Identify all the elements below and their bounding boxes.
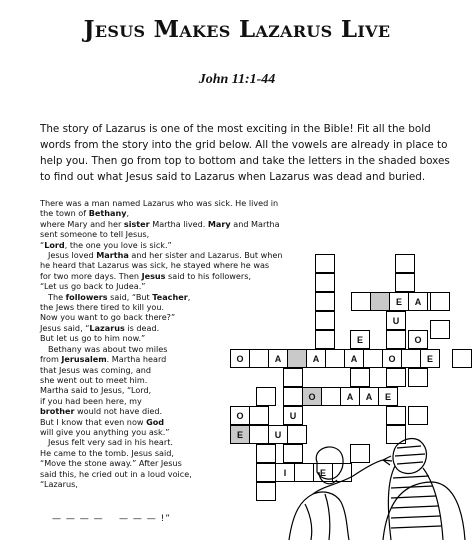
grid-cell[interactable]: A (268, 349, 288, 368)
story-line: But let us go to him now.” (40, 333, 146, 344)
grid-cell[interactable]: A (340, 387, 360, 406)
grid-cell[interactable] (315, 330, 335, 349)
story-line: that Jesus was coming, and (40, 364, 152, 375)
grid-cell[interactable] (350, 368, 370, 387)
grid-cell[interactable] (408, 368, 428, 387)
grid-cell[interactable] (256, 482, 276, 501)
grid-cell[interactable]: U (283, 406, 303, 425)
grid-cell[interactable]: A (306, 349, 326, 368)
story-line: brother would not have died. (40, 406, 163, 417)
story-line: Jesus said, “Lazarus is dead. (40, 322, 160, 333)
grid-cell[interactable] (452, 349, 472, 368)
grid-cell[interactable] (315, 254, 335, 273)
story-line: The followers said, “But Teacher, (48, 291, 191, 302)
grid-cell[interactable] (315, 273, 335, 292)
story-line: Now you want to go back there?” (40, 312, 176, 323)
grid-cell[interactable]: O (382, 349, 402, 368)
story-line: said this, he cried out in a loud voice, (40, 468, 192, 479)
story-line: will give you anything you ask.” (40, 426, 170, 437)
grid-cell[interactable]: E (230, 425, 250, 444)
answer-blanks: — — — — — — — !” (52, 514, 171, 524)
grid-cell[interactable] (325, 349, 345, 368)
grid-cell[interactable]: O (302, 387, 322, 406)
story-line: if you had been here, my (40, 395, 142, 406)
story-line: But I know that even now God (40, 416, 165, 427)
grid-cell[interactable] (321, 387, 341, 406)
story-line: the Jews there tired to kill you. (40, 302, 165, 313)
grid-cell[interactable] (395, 273, 415, 292)
grid-cell[interactable]: E (420, 349, 440, 368)
page-title: Jesus Makes Lazarus Live (83, 16, 391, 43)
grid-cell[interactable] (287, 425, 307, 444)
grid-cell[interactable]: U (386, 311, 406, 330)
story-line: He came to the tomb. Jesus said, (40, 447, 174, 458)
grid-cell[interactable]: E (389, 292, 409, 311)
grid-cell[interactable]: A (344, 349, 364, 368)
grid-cell[interactable] (287, 349, 307, 368)
grid-cell[interactable] (249, 406, 269, 425)
story-line: Martha said to Jesus, “Lord, (40, 385, 152, 396)
grid-cell[interactable]: E (378, 387, 398, 406)
grid-cell[interactable]: O (230, 406, 250, 425)
grid-cell[interactable] (351, 292, 371, 311)
scripture-reference: John 11:1-44 (198, 72, 276, 87)
grid-cell[interactable] (386, 406, 406, 425)
story-line: Jesus loved Martha and her sister and La… (48, 250, 283, 261)
grid-cell[interactable] (386, 425, 406, 444)
grid-cell[interactable] (283, 387, 303, 406)
grid-cell[interactable] (315, 292, 335, 311)
grid-cell[interactable] (249, 425, 269, 444)
grid-cell[interactable] (249, 349, 269, 368)
grid-cell[interactable] (430, 292, 450, 311)
grid-cell[interactable] (386, 330, 406, 349)
story-line: where Mary and her sister Martha lived. … (40, 218, 280, 240)
grid-cell[interactable] (256, 387, 276, 406)
grid-cell[interactable] (256, 463, 276, 482)
grid-cell[interactable] (283, 444, 303, 463)
story-line: he heard that Lazarus was sick, he staye… (40, 260, 270, 271)
story-line: “Let us go back to Judea.” (40, 281, 146, 292)
grid-cell[interactable] (370, 292, 390, 311)
grid-cell[interactable]: E (350, 330, 370, 349)
story-line: for two more days. Then Jesus said to hi… (40, 270, 252, 281)
grid-cell[interactable]: O (408, 330, 428, 349)
grid-cell[interactable] (386, 368, 406, 387)
grid-cell[interactable]: A (359, 387, 379, 406)
story-line: “Lazarus, (40, 478, 78, 489)
story-line: “Lord, the one you love is sick.” (40, 239, 172, 250)
grid-cell[interactable] (430, 320, 450, 339)
story-line: There was a man named Lazarus who was si… (40, 198, 279, 219)
grid-cell[interactable] (283, 368, 303, 387)
grid-cell[interactable] (363, 349, 383, 368)
grid-cell[interactable] (315, 311, 335, 330)
grid-cell[interactable] (350, 444, 370, 463)
story-line: she went out to meet him. (40, 374, 148, 385)
instructions: The story of Lazarus is one of the most … (40, 123, 450, 183)
grid-cell[interactable]: O (230, 349, 250, 368)
story-line: “Move the stone away.” After Jesus (40, 458, 182, 469)
grid-cell[interactable]: A (408, 292, 428, 311)
jesus-raising-lazarus-illustration (288, 437, 466, 541)
grid-cell[interactable] (401, 349, 421, 368)
grid-cell[interactable] (395, 254, 415, 273)
story-line: Bethany was about two miles (48, 343, 168, 354)
story-line: Jesus felt very sad in his heart. (48, 437, 173, 448)
grid-cell[interactable] (408, 406, 428, 425)
grid-cell[interactable] (256, 444, 276, 463)
story-text: There was a man named Lazarus who was si… (40, 198, 285, 489)
story-line: from Jerusalem. Martha heard (40, 354, 167, 365)
